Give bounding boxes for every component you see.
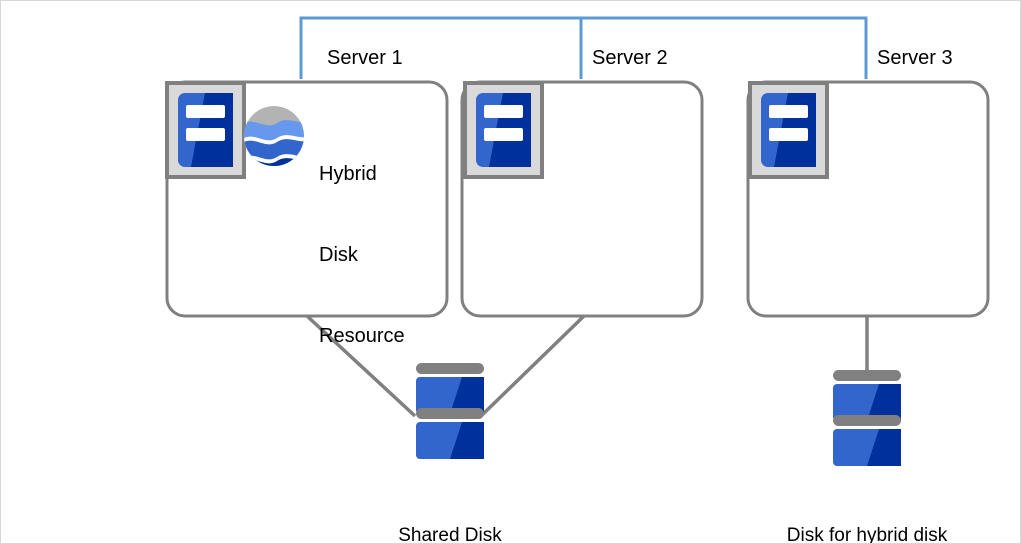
resource-line-2: Disk — [319, 244, 358, 266]
server-icon-3 — [748, 81, 829, 179]
disk-stack-icon-hybrid — [833, 370, 901, 466]
disk-stack-icon-shared — [416, 363, 484, 459]
shared-disk-caption: Shared Disk for hybrid disk resource — [300, 471, 600, 544]
interconnect-bus — [299, 16, 868, 79]
server-label-1: Server 1 — [327, 47, 403, 69]
resource-line-3: Resource — [319, 325, 405, 347]
resource-line-1: Hybrid — [319, 163, 377, 185]
server-label-3: Server 3 — [877, 47, 953, 69]
hybrid-disk-caption: Disk for hybrid disk resource — [742, 471, 992, 544]
hybrid-disk-resource-label: Hybrid Disk Resource — [319, 107, 405, 404]
server-icon-2 — [463, 81, 544, 179]
hybrid-disk-caption-line-1: Disk for hybrid disk — [786, 525, 948, 544]
server-label-2: Server 2 — [592, 47, 668, 69]
shared-disk-caption-line-1: Shared Disk — [398, 525, 502, 544]
server-icon-1 — [165, 81, 246, 179]
